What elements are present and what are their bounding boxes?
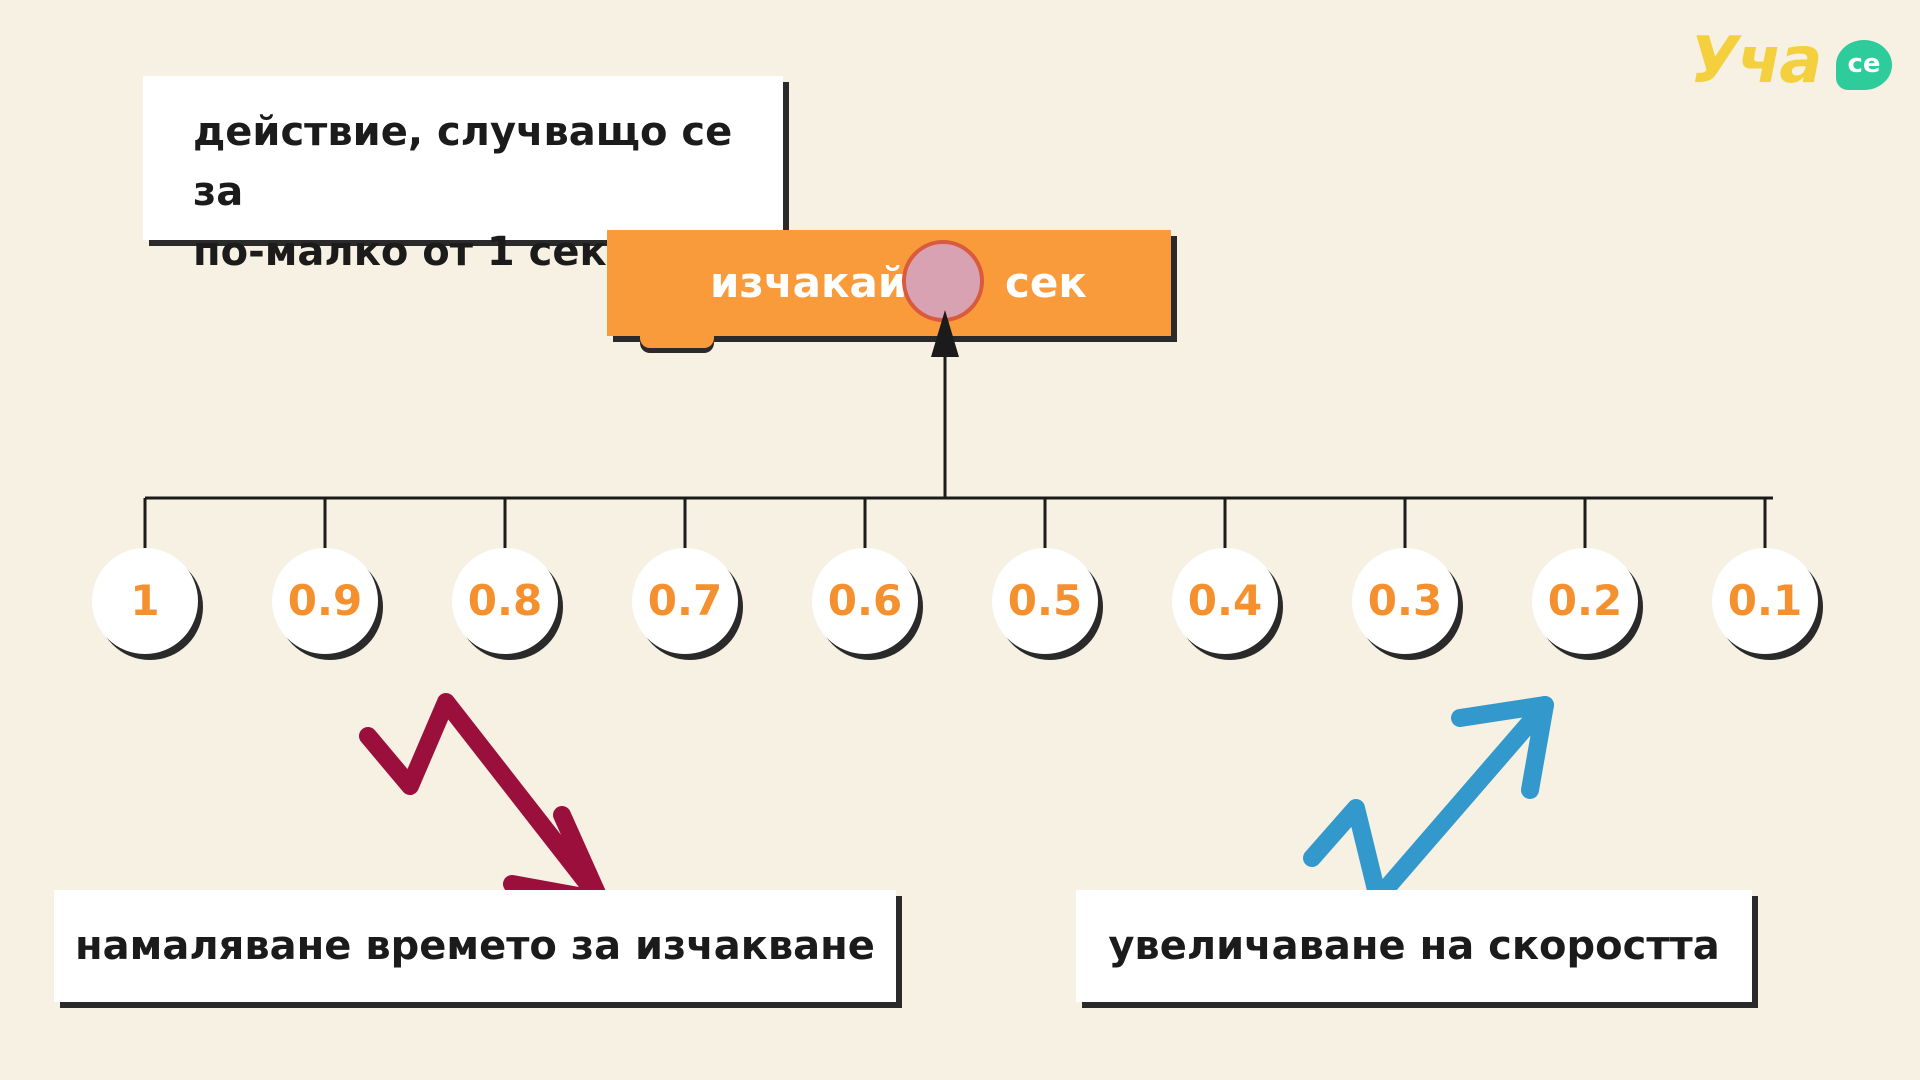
value-node: 0.9 [272,548,378,654]
wait-block-unit: сек [1005,258,1087,307]
top-note-line1: действие, случващо се за [193,109,733,215]
logo-text: Уча [1690,24,1822,98]
value-node: 0.8 [452,548,558,654]
decrease-arrow-icon [359,693,611,911]
value-node: 0.3 [1352,548,1458,654]
decrease-wait-card: намаляване времето за изчакване [54,890,896,1002]
decrease-wait-label: намаляване времето за изчакване [75,923,875,969]
stem-arrowhead-icon [931,310,959,357]
increase-speed-card: увеличаване на скоростта [1076,890,1752,1002]
wait-block [607,230,1171,336]
wait-block-notch [640,332,714,348]
value-node: 0.2 [1532,548,1638,654]
logo-bubble-icon: се [1836,40,1892,90]
value-node: 0.6 [812,548,918,654]
value-node: 0.4 [1172,548,1278,654]
increase-speed-label: увеличаване на скоростта [1108,923,1720,969]
drop-lines [143,498,1767,560]
increase-arrow-icon [1303,696,1554,907]
value-node: 0.7 [632,548,738,654]
value-node: 1 [92,548,198,654]
value-node: 0.1 [1712,548,1818,654]
value-node: 0.5 [992,548,1098,654]
wait-block-label: изчакай [710,258,908,307]
